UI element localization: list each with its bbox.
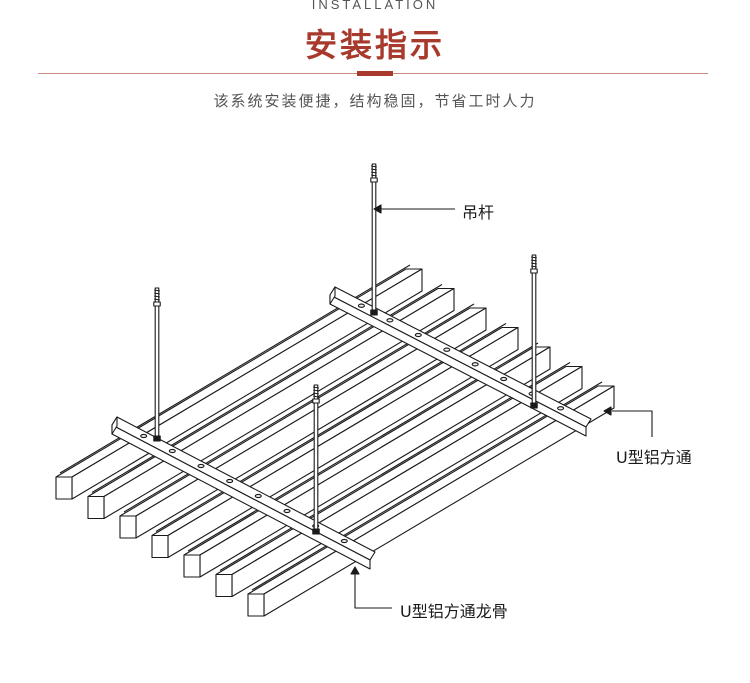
section-title: 安装指示: [304, 26, 445, 64]
leader-arrow: [603, 406, 612, 416]
section-eyebrow: INSTALLATION: [311, 0, 439, 12]
keel-end-face: [111, 416, 118, 435]
rod-bottom-nut: [370, 309, 378, 316]
rod-shaft: [531, 254, 537, 408]
keel-back: [329, 286, 592, 437]
slat-end-face: [119, 515, 137, 539]
rod-thread: [313, 389, 319, 392]
rod-top-nut: [153, 301, 161, 307]
keel-hole: [168, 448, 176, 454]
rod-thread: [371, 171, 377, 174]
slat-end-face: [247, 593, 265, 617]
title-divider-accent: [357, 71, 393, 76]
rod-bottom-nut: [312, 528, 320, 535]
label-u-keel: U型铝方通龙骨: [400, 602, 508, 621]
keel-hole: [471, 362, 479, 367]
keel-hole: [386, 318, 394, 323]
keel-hole: [340, 538, 348, 544]
keel-bars: [111, 286, 592, 570]
rod-thread: [313, 386, 319, 389]
keel-hole: [557, 406, 565, 411]
keel-hole: [254, 493, 262, 499]
keel-hole: [443, 347, 451, 352]
rod-bottom-nut: [530, 402, 538, 409]
keel-hole: [357, 303, 365, 308]
rod-thread: [531, 265, 537, 268]
keel-hole: [500, 376, 508, 382]
slat-end-face: [183, 554, 201, 578]
slat-end-face: [55, 476, 73, 500]
keel-front: [111, 416, 376, 570]
rod-thread: [371, 165, 377, 168]
keel-hole: [414, 332, 422, 338]
slat-lip: [251, 381, 603, 591]
leader-hanger-rod: [373, 204, 455, 214]
rod-front-left: [153, 287, 161, 442]
slat-end-face: [215, 573, 233, 598]
keel-hole: [140, 433, 148, 439]
rod-thread: [154, 289, 160, 292]
slat-end-face: [151, 534, 169, 559]
leader-line: [354, 574, 392, 609]
rod-back-right: [530, 254, 538, 409]
leader-lines: [350, 204, 653, 609]
rod-top-nut: [370, 177, 378, 183]
rod-thread: [154, 292, 160, 295]
slat-end-face: [87, 495, 105, 520]
rod-shaft: [313, 384, 319, 534]
keel-hole: [197, 463, 205, 469]
rod-top-nut: [530, 268, 538, 274]
rod-thread: [154, 298, 160, 301]
keel-hole: [226, 478, 234, 484]
section-subtitle: 该系统安装便捷，结构稳固，节省工时人力: [213, 92, 537, 110]
rod-thread: [531, 256, 537, 259]
label-hanger-rod: 吊杆: [462, 203, 495, 222]
rod-front-right: [312, 384, 320, 535]
leader-line: [612, 410, 653, 437]
rod-shaft: [154, 287, 160, 441]
leader-u-keel: [350, 566, 392, 609]
rod-thread: [531, 262, 537, 265]
rod-thread: [313, 395, 319, 398]
rod-thread: [531, 259, 537, 262]
hanger-rods: [153, 163, 538, 535]
rod-thread: [371, 174, 377, 177]
keel-end-face: [329, 286, 336, 305]
rod-top-nut: [312, 398, 320, 404]
rod-bottom-nut: [153, 435, 161, 442]
rod-back-left: [370, 163, 378, 316]
label-u-tube: U型铝方通: [616, 448, 692, 467]
leader-u-tube: [603, 406, 653, 437]
leader-arrow: [373, 204, 382, 214]
rod-thread: [313, 392, 319, 395]
rod-thread: [154, 295, 160, 298]
leader-arrow: [350, 566, 360, 575]
rod-thread: [371, 168, 377, 171]
keel-hole: [283, 508, 291, 514]
rod-shaft: [371, 163, 377, 315]
